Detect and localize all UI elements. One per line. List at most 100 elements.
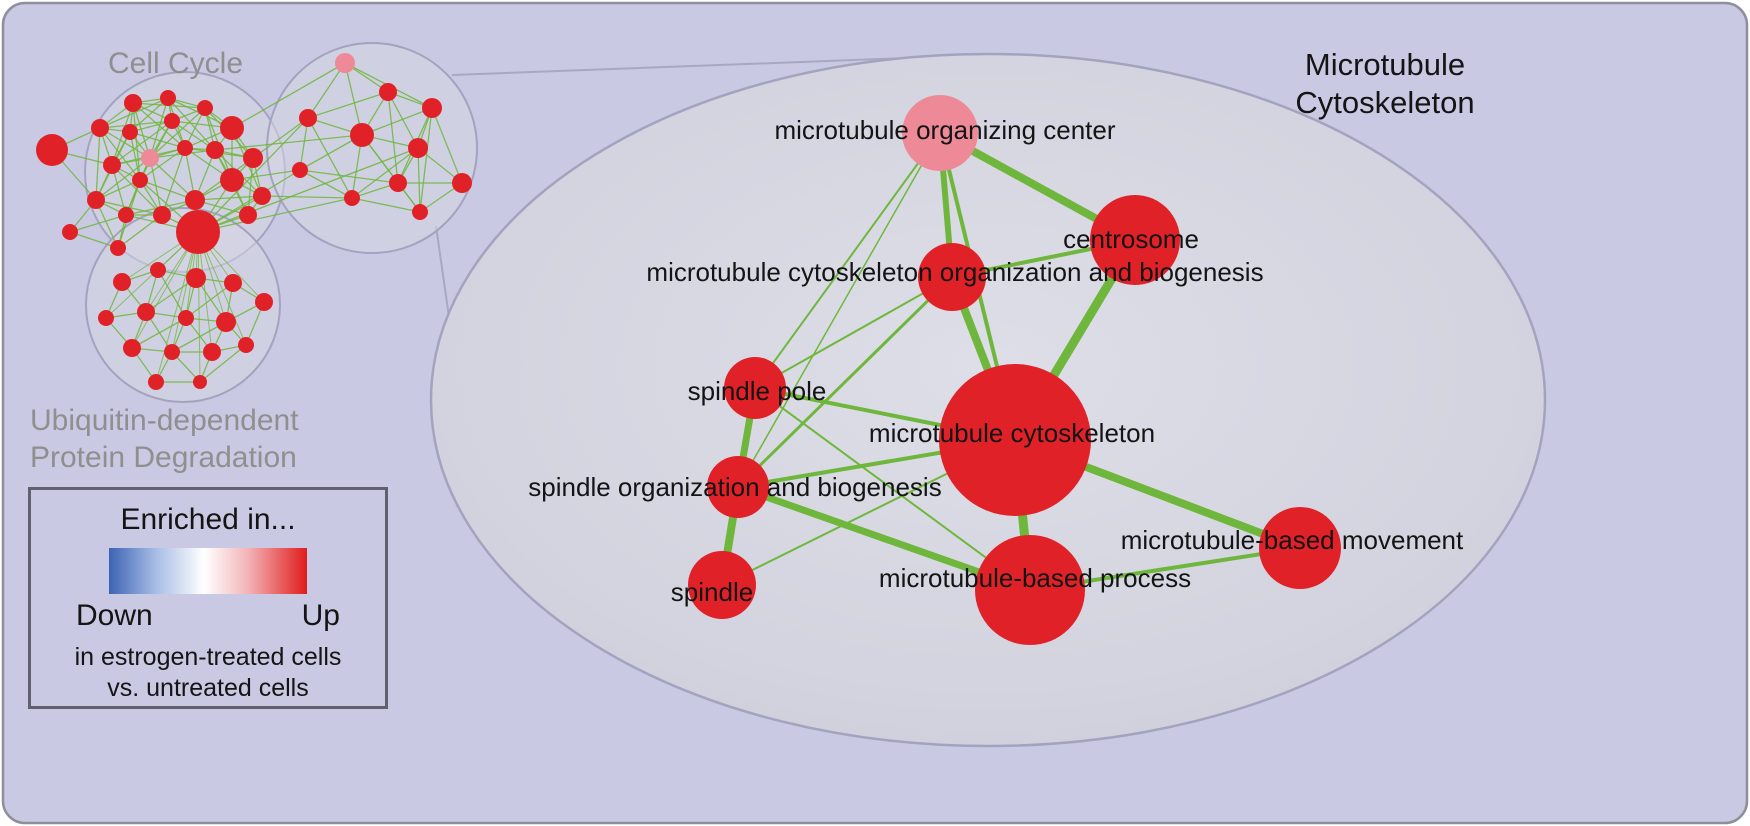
overview-edge xyxy=(307,62,346,119)
detail-edge-moc-spindlepole xyxy=(754,132,941,389)
legend-up-label: Up xyxy=(301,599,340,632)
overview-edge xyxy=(99,120,173,129)
detail-edge-moc-spindleorg xyxy=(737,132,941,488)
overview-edge xyxy=(387,91,399,184)
overview-edge xyxy=(417,147,421,213)
cluster-label-ubiquitin-line2: Protein Degradation xyxy=(30,441,297,474)
overview-edge xyxy=(194,195,263,201)
node-label-movement: microtubule-based movement xyxy=(1121,525,1464,555)
legend-title: Enriched in... xyxy=(120,503,296,536)
overview-edge xyxy=(199,344,247,383)
overview-nodes xyxy=(36,53,472,390)
overview-node xyxy=(177,140,193,156)
overview-node xyxy=(176,210,220,254)
overview-edge xyxy=(197,231,201,383)
overview-node xyxy=(36,134,68,166)
overview-edge xyxy=(351,147,419,199)
overview-node xyxy=(408,138,428,158)
legend-caption-line2: vs. untreated cells xyxy=(107,674,309,702)
node-label-orgbio: microtubule cytoskeleton organization an… xyxy=(646,257,1263,287)
overview-edge xyxy=(167,97,216,151)
overview-node xyxy=(110,240,126,256)
overview-node xyxy=(153,206,171,224)
node-label-spindlepole: spindle pole xyxy=(688,376,827,406)
overview-node xyxy=(91,119,109,137)
detail-node-process xyxy=(975,535,1085,645)
overview-edge xyxy=(139,147,186,181)
overview-node xyxy=(193,375,207,389)
overview-node xyxy=(98,310,114,326)
overview-edge xyxy=(95,157,151,201)
overview-node xyxy=(335,53,355,73)
legend-down-label: Down xyxy=(76,599,153,632)
overview-node xyxy=(186,268,206,288)
overview-edge xyxy=(129,131,186,149)
overview-node xyxy=(206,141,224,159)
overview-edge xyxy=(117,214,163,249)
overview-node xyxy=(389,174,407,192)
overview-node xyxy=(412,204,428,220)
overview-node xyxy=(292,162,308,178)
overview-node xyxy=(243,148,263,168)
legend-gradient-bar xyxy=(109,548,307,594)
overview-node xyxy=(62,224,78,240)
overview-node xyxy=(220,116,244,140)
overview-edge xyxy=(214,134,363,151)
overview-edge xyxy=(132,102,186,149)
overview-edge xyxy=(231,62,346,129)
overview-node xyxy=(137,303,155,321)
overview-edge xyxy=(419,107,433,213)
overview-edge xyxy=(69,214,127,233)
detail-edge-spindlepole-process xyxy=(754,387,1031,591)
legend-caption-line1: in estrogen-treated cells xyxy=(74,643,342,671)
node-label-process: microtubule-based process xyxy=(879,563,1191,593)
overview-node xyxy=(164,344,180,360)
overview-edge xyxy=(361,107,433,136)
overview-edge xyxy=(344,62,363,136)
overview-node xyxy=(148,374,164,390)
cluster-label-cell-cycle: Cell Cycle xyxy=(108,47,244,80)
overview-edge xyxy=(431,107,463,184)
overview-node xyxy=(239,206,257,224)
overview-edge xyxy=(145,277,197,313)
overview-node xyxy=(122,124,138,140)
overview-edge xyxy=(197,147,419,233)
detail-node-moc xyxy=(902,95,978,171)
overview-node xyxy=(103,156,121,174)
overview-node xyxy=(185,190,205,210)
overview-node xyxy=(224,274,242,292)
node-label-cyto: microtubule cytoskeleton xyxy=(869,418,1155,448)
cluster-label-ubiquitin-line1: Ubiquitin-dependent xyxy=(30,404,299,437)
overview-edge xyxy=(132,102,151,159)
detail-node-spindleorg xyxy=(707,456,769,518)
overview-node xyxy=(452,173,472,193)
detail-node-spindlepole xyxy=(724,357,786,419)
overview-edge xyxy=(261,195,353,199)
overview-node xyxy=(150,262,166,278)
overview-node xyxy=(220,168,244,192)
overview-edge xyxy=(185,282,234,319)
overview-node xyxy=(238,337,254,353)
overview-edge xyxy=(69,231,119,249)
overview-node xyxy=(124,94,142,112)
node-label-spindle: spindle xyxy=(671,577,753,607)
overview-node xyxy=(422,98,442,118)
overview-node xyxy=(203,343,221,361)
overview-node xyxy=(344,190,360,206)
detail-cluster-title-line1: Microtubule xyxy=(1304,47,1466,82)
overview-edge xyxy=(155,231,199,383)
overview-node xyxy=(178,310,194,326)
overview-edge xyxy=(129,97,169,133)
detail-node-orgbio xyxy=(918,243,986,311)
overview-edge xyxy=(131,317,187,349)
detail-node-cyto xyxy=(939,364,1091,516)
overview-node xyxy=(141,149,159,167)
detail-node-spindle xyxy=(688,551,756,619)
detail-cluster-title-line2: Cytoskeleton xyxy=(1295,85,1475,120)
cluster-label-ubiquitin: Ubiquitin-dependent Protein Degradation xyxy=(30,402,299,476)
overview-edge xyxy=(307,91,389,119)
detail-cluster-title: Microtubule Cytoskeleton xyxy=(1255,46,1515,122)
detail-nodes xyxy=(688,95,1341,645)
zoom-cone-line xyxy=(451,56,936,76)
